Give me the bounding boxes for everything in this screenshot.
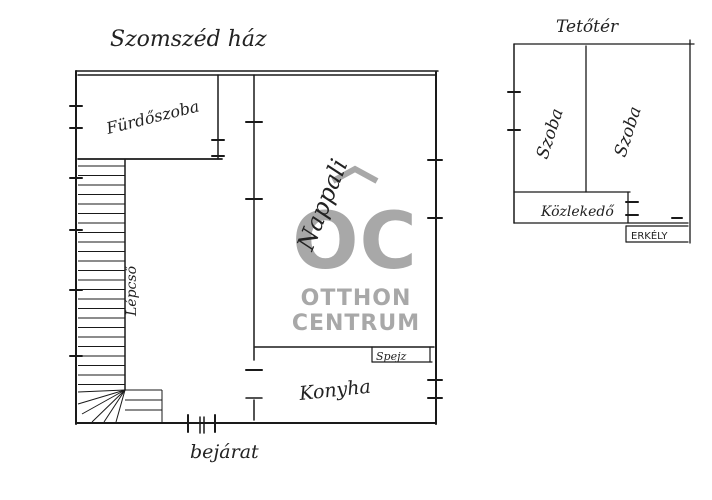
label-attic: Tetőtér: [556, 17, 619, 37]
label-neighbor-house: Szomszéd ház: [110, 27, 267, 52]
stair-winder: [77, 389, 126, 393]
logo-watermark: OC OTTHON CENTRUM: [292, 165, 420, 336]
stair-winder: [81, 389, 126, 415]
label-stairs: Lépcső: [124, 264, 140, 317]
stair-winder: [91, 389, 126, 423]
ground-floor-walls: [69, 70, 443, 434]
staircase: [77, 165, 163, 423]
label-room-1: Szoba: [533, 106, 568, 162]
logo-line-1: OTTHON: [301, 286, 412, 311]
stair-winder: [77, 389, 126, 405]
label-bathroom: Fürdőszoba: [103, 96, 201, 138]
label-kitchen: Konyha: [297, 376, 372, 405]
roof-accent-icon: [331, 165, 379, 184]
label-entrance: bejárat: [190, 441, 259, 463]
attic-walls: [507, 39, 695, 244]
stair-winder: [103, 389, 126, 423]
label-room-2: Szoba: [611, 104, 646, 160]
stair-winder: [115, 389, 126, 423]
logo-line-2: CENTRUM: [292, 311, 420, 336]
label-corridor: Közlekedő: [540, 204, 615, 220]
logo-mark: OC: [292, 197, 418, 287]
label-pantry: Spejz: [376, 350, 406, 363]
label-balcony: ERKÉLY: [631, 229, 668, 242]
